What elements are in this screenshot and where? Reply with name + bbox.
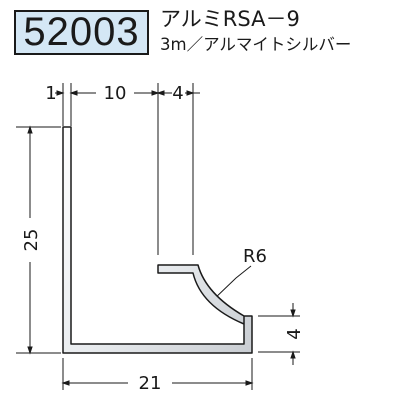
dim-lip-width-label: 4 bbox=[172, 83, 183, 104]
product-name: アルミRSA－9 bbox=[160, 7, 300, 31]
product-code-badge: 52003 bbox=[14, 10, 149, 55]
dim-total-width-label: 21 bbox=[139, 373, 162, 394]
product-spec: 3m／アルマイトシルバー bbox=[160, 35, 352, 54]
dim-inner-width-label: 10 bbox=[104, 83, 127, 104]
dimension-lines bbox=[27, 90, 296, 386]
dim-radius-label: R6 bbox=[243, 246, 267, 267]
dim-height-label: 25 bbox=[21, 229, 42, 252]
dim-thickness-label: 1 bbox=[45, 83, 56, 104]
dim-bottom-rise-label: 4 bbox=[284, 328, 305, 339]
profile-shape bbox=[62, 126, 253, 354]
extension-lines bbox=[16, 83, 300, 390]
